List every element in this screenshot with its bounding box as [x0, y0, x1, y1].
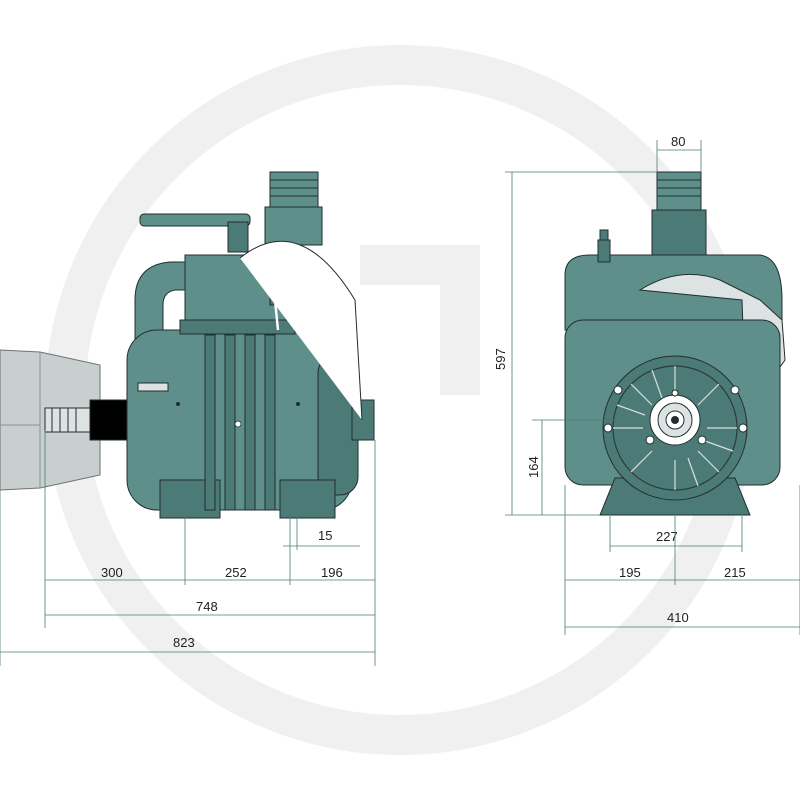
dim-overall-height: 597 [493, 348, 508, 370]
dim-segment-b: 252 [225, 565, 247, 580]
dim-length-without-gearbox: 748 [196, 599, 218, 614]
dim-overall-width: 410 [667, 610, 689, 625]
dim-half-width-right: 215 [724, 565, 746, 580]
cover-ribs [613, 366, 737, 490]
dim-half-width-left: 195 [619, 565, 641, 580]
pump-main-body [126, 171, 375, 519]
dim-shaft-height: 164 [526, 456, 541, 478]
side-view-dimensions: 15 300 252 196 748 823 [0, 430, 376, 666]
front-view-dimensions: 80 597 164 227 195 215 410 [493, 134, 800, 635]
dim-flange-offset: 15 [318, 528, 332, 543]
pump-front-view [564, 171, 786, 516]
pump-side-view [0, 171, 375, 519]
dim-outlet-width: 80 [671, 134, 685, 149]
dim-segment-a: 300 [101, 565, 123, 580]
dim-foot-width: 227 [656, 529, 678, 544]
drive-shaft [44, 399, 131, 441]
dim-overall-length: 823 [173, 635, 195, 650]
dim-segment-c: 196 [321, 565, 343, 580]
